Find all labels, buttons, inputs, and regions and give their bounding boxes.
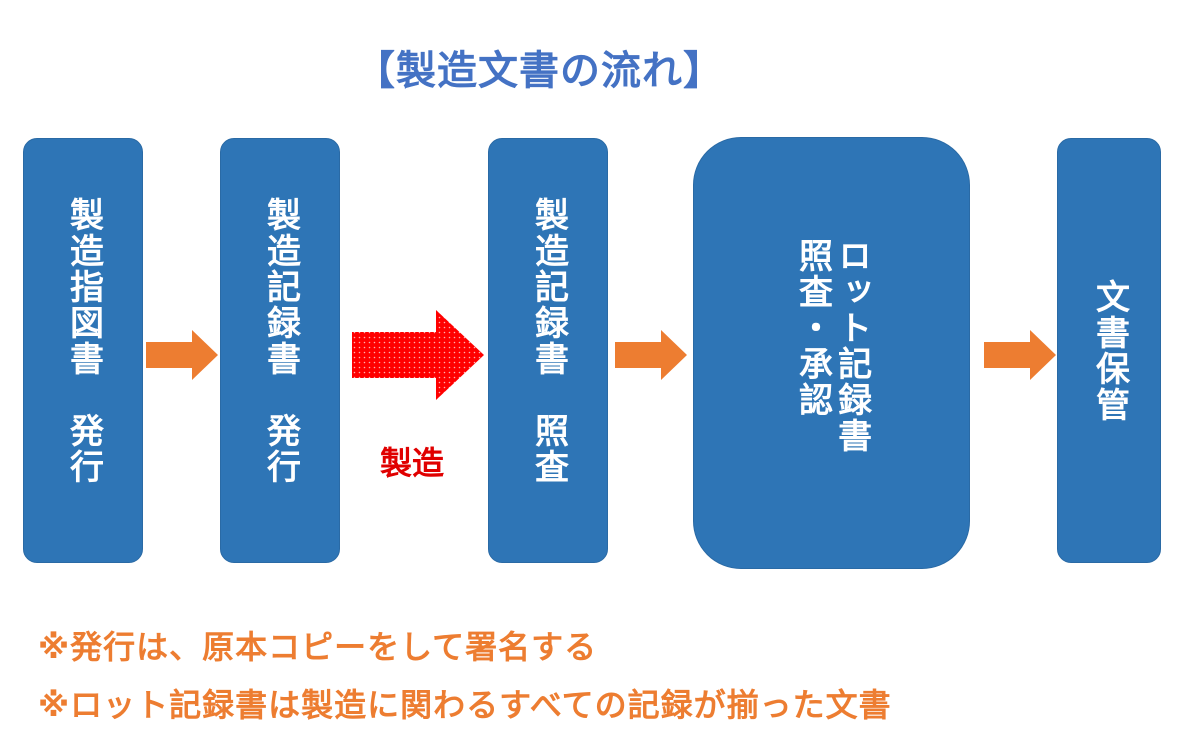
step-box-label: 文書保管 bbox=[1089, 279, 1130, 423]
step-box-lot-record: ロット記録書 照査・承認 bbox=[693, 137, 970, 569]
step-box-label: 製造記録書 照査 bbox=[528, 197, 569, 485]
note-lot-record: ※ロット記録書は製造に関わるすべての記録が揃った文書 bbox=[38, 686, 892, 724]
diagram-title: 【製造文書の流れ】 bbox=[355, 48, 724, 94]
arrow-3 bbox=[615, 330, 687, 380]
note-issue: ※発行は、原本コピーをして署名する bbox=[38, 628, 598, 666]
step-box-record-issue: 製造記録書 発行 bbox=[220, 138, 340, 563]
step-box-label: 製造記録書 発行 bbox=[260, 197, 301, 485]
step-box-label: 製造指図書 発行 bbox=[63, 197, 104, 485]
step-box-record-review: 製造記録書 照査 bbox=[488, 138, 608, 563]
step-box-label: ロット記録書 照査・承認 bbox=[792, 238, 872, 454]
arrow-4 bbox=[984, 330, 1056, 380]
manufacturing-label: 製造 bbox=[380, 444, 445, 482]
step-box-instruction-issue: 製造指図書 発行 bbox=[23, 138, 143, 563]
manufacturing-arrow bbox=[352, 310, 484, 400]
arrow-1 bbox=[146, 330, 218, 380]
step-box-archive: 文書保管 bbox=[1057, 138, 1161, 563]
